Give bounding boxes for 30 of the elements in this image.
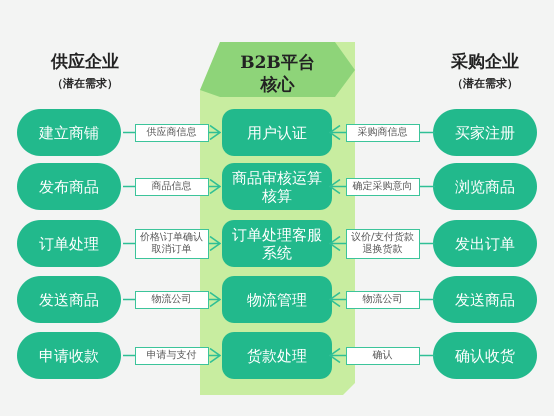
module-box: 用户认证 — [222, 109, 332, 156]
action-pill: 买家注册 — [433, 109, 537, 156]
column-subheading: （潜在需求） — [51, 76, 119, 91]
edge-label: 采购商信息 — [346, 124, 420, 142]
edge-label: 物流公司 — [134, 290, 208, 308]
action-pill: 浏览商品 — [433, 163, 537, 210]
module-box: 商品审核运算核算 — [222, 163, 332, 210]
action-pill: 建立商铺 — [17, 109, 121, 156]
action-pill: 发送商品 — [17, 276, 121, 323]
module-box: 货款处理 — [222, 332, 332, 379]
module-box: 物流管理 — [222, 276, 332, 323]
action-pill: 发布商品 — [17, 163, 121, 210]
column-heading: 采购企业 — [450, 51, 520, 73]
action-pill: 确认收货 — [433, 332, 537, 379]
action-pill: 订单处理 — [17, 220, 121, 267]
edge-label: 供应商信息 — [134, 124, 208, 142]
edge-label: 申请与支付 — [134, 346, 208, 364]
column-subheading: （潜在需求） — [451, 76, 519, 91]
column-heading: 供应企业 — [50, 51, 120, 73]
action-pill: 发出订单 — [433, 220, 537, 267]
action-pill: 申请收款 — [17, 332, 121, 379]
module-box: 订单处理客服系统 — [222, 220, 332, 267]
edge-label: 物流公司 — [346, 290, 420, 308]
edge-label: 商品信息 — [134, 178, 208, 196]
edge-label: 确认 — [346, 346, 420, 364]
edge-label: 议价/支付货款退换货款 — [346, 228, 420, 258]
edge-label: 确定采购意向 — [346, 178, 420, 196]
action-pill: 发送商品 — [433, 276, 537, 323]
platform-title: B2B平台核心 — [239, 52, 316, 96]
edge-label: 价格\订单确认取消订单 — [134, 228, 208, 258]
